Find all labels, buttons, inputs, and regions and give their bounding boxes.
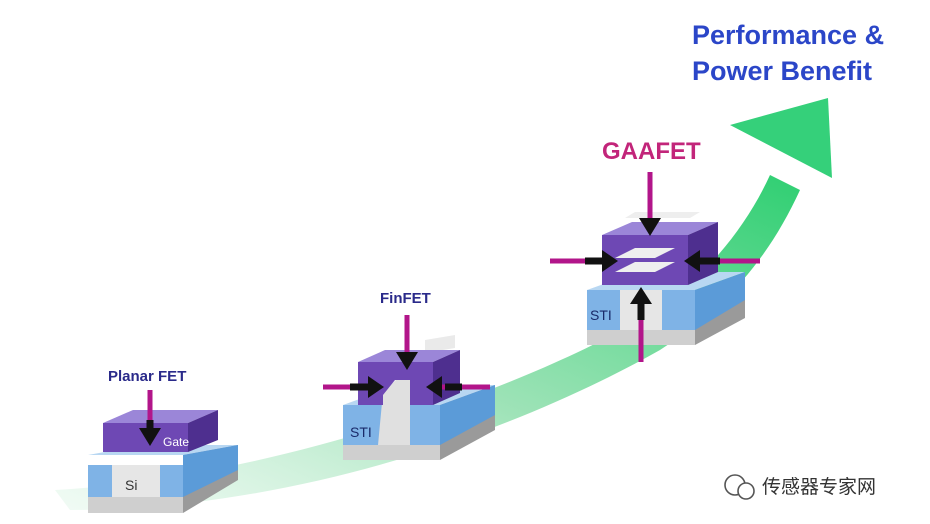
planar-force-arrow-head [139,428,161,446]
planar-si-label: Si [125,477,137,493]
planar-gate-side [188,410,218,452]
planar-substrate-front [88,497,183,513]
planar-title: Planar FET [108,368,186,385]
gaafet-nanosheet-2 [615,262,675,272]
planar-gate-label: Gate [163,435,189,449]
gaafet-title: GAAFET [602,138,701,165]
gaafet-gate-top [602,222,718,235]
gaafet-sti-label: STI [590,307,612,323]
gaafet-bottom-arrow-head [630,287,652,304]
gaafet-left-arrow-head [602,250,618,272]
finfet-right-arrow-head [426,376,442,398]
gaafet-top-arrow-head [639,218,661,236]
gaafet-oxide-side [695,272,745,330]
finfet-fin-top [425,335,455,353]
trend-arrow-head [730,98,832,178]
planar-gate-top [103,410,218,423]
finfet-top-arrow-head [396,352,418,370]
finfet-substrate-front [343,445,440,460]
finfet-device: FinFET STI [323,290,495,460]
gaafet-nanosheet-top [625,212,700,218]
headline-line-1: Performance & [692,20,884,50]
headline-line-2: Power Benefit [692,56,872,86]
planar-oxide-side [183,445,238,497]
planar-si-channel [112,465,160,497]
gaafet-gate-side [688,222,718,285]
gaafet-device: GAAFET STI [550,138,760,362]
finfet-left-arrow-head [368,376,384,398]
watermark: 传感器专家网 [724,474,876,500]
planar-fet-device: Planar FET Gate Si [88,368,238,513]
wechat-icon-bubble-2 [737,482,755,500]
finfet-oxide-side [440,385,495,445]
finfet-sti-label: STI [350,424,372,440]
finfet-fin [378,378,410,445]
gaafet-right-arrow-head [684,250,700,272]
finfet-title: FinFET [380,290,431,307]
watermark-text: 传感器专家网 [762,476,876,498]
gaafet-nanosheet-1 [615,248,675,258]
finfet-gate-front [358,362,433,405]
